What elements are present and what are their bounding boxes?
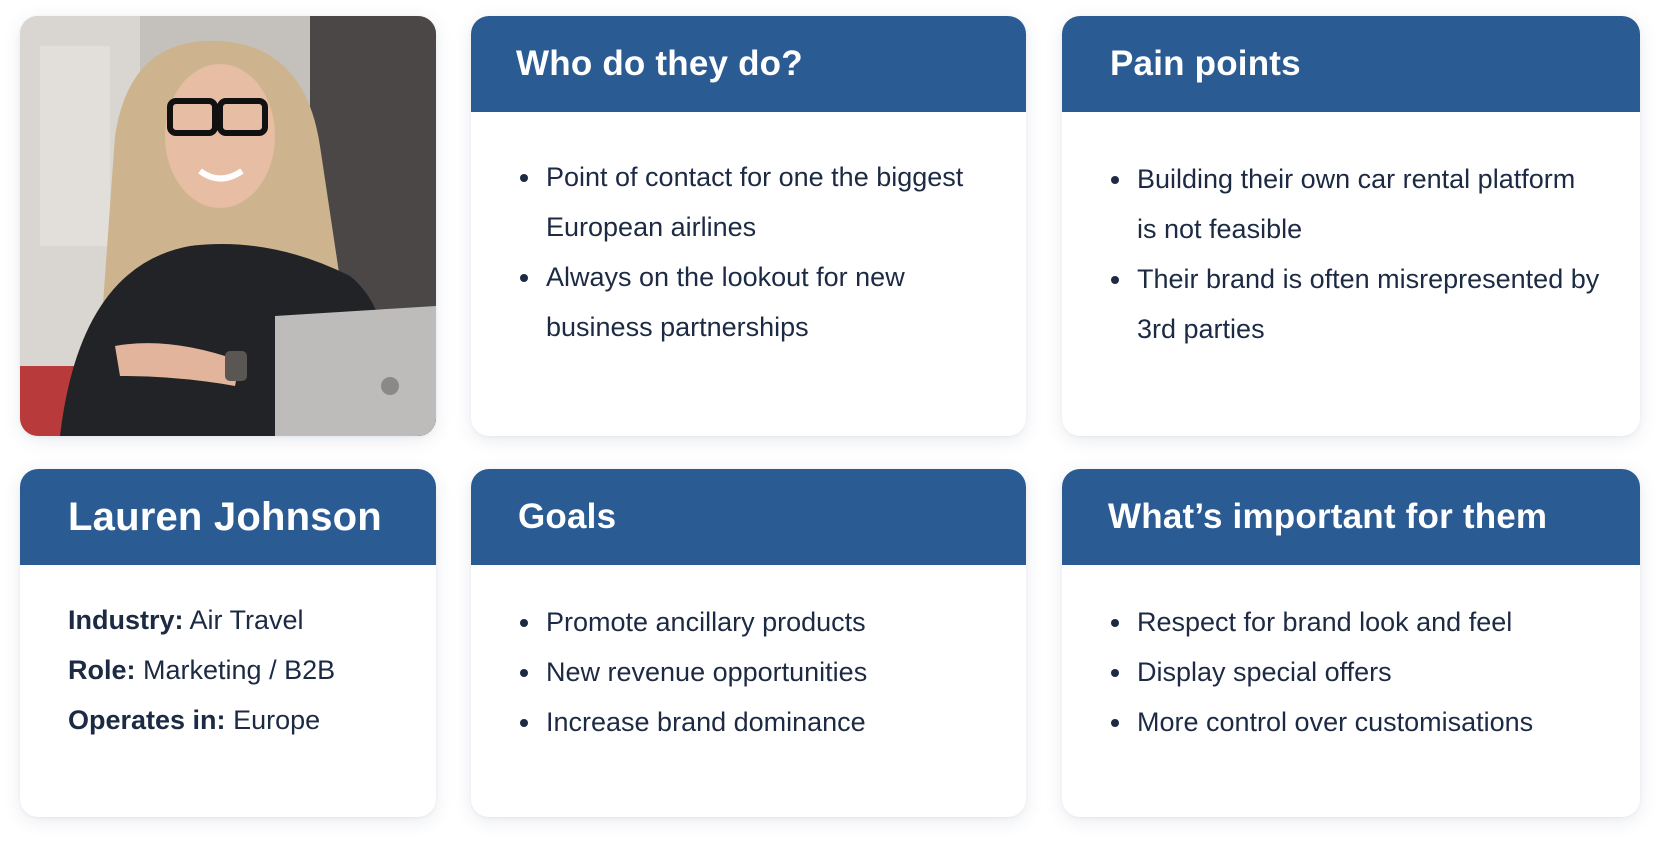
who-card-header: Who do they do? <box>471 16 1026 112</box>
role-label: Role: <box>68 655 136 685</box>
industry-row: Industry: Air Travel <box>68 595 396 645</box>
who-title: Who do they do? <box>516 44 803 83</box>
list-item: Respect for brand look and feel <box>1107 597 1600 647</box>
region-label: Operates in: <box>68 705 226 735</box>
role-value: Marketing / B2B <box>143 655 336 685</box>
goals-title: Goals <box>518 497 617 536</box>
profile-card: Lauren Johnson Industry: Air Travel Role… <box>20 469 436 817</box>
list-item: Display special offers <box>1107 647 1600 697</box>
list-item: Increase brand dominance <box>516 697 986 747</box>
pain-card: Pain points Building their own car renta… <box>1062 16 1640 436</box>
list-item: Their brand is often misrepresented by 3… <box>1107 254 1637 354</box>
important-card-header: What’s important for them <box>1062 469 1640 565</box>
goals-list: Promote ancillary products New revenue o… <box>516 597 986 747</box>
profile-card-header: Lauren Johnson <box>20 469 436 565</box>
persona-photo <box>20 16 436 436</box>
pain-card-header: Pain points <box>1062 16 1640 112</box>
region-value: Europe <box>233 705 321 735</box>
role-row: Role: Marketing / B2B <box>68 645 396 695</box>
goals-card-header: Goals <box>471 469 1026 565</box>
persona-name: Lauren Johnson <box>68 494 382 539</box>
list-item: Promote ancillary products <box>516 597 986 647</box>
list-item: Building their own car rental platform i… <box>1107 154 1577 254</box>
industry-value: Air Travel <box>189 605 304 635</box>
list-item: More control over customisations <box>1107 697 1600 747</box>
who-card: Who do they do? Point of contact for one… <box>471 16 1026 436</box>
who-list: Point of contact for one the biggest Eur… <box>516 152 986 352</box>
list-item: New revenue opportunities <box>516 647 986 697</box>
region-row: Operates in: Europe <box>68 695 396 745</box>
industry-label: Industry: <box>68 605 184 635</box>
important-title: What’s important for them <box>1108 497 1548 536</box>
pain-title: Pain points <box>1110 44 1301 83</box>
persona-photo-illustration <box>20 16 436 436</box>
list-item: Always on the lookout for new business p… <box>516 252 966 352</box>
list-item: Point of contact for one the biggest Eur… <box>516 152 966 252</box>
important-card: What’s important for them Respect for br… <box>1062 469 1640 817</box>
pain-list: Building their own car rental platform i… <box>1107 154 1600 354</box>
important-list: Respect for brand look and feel Display … <box>1107 597 1600 747</box>
goals-card: Goals Promote ancillary products New rev… <box>471 469 1026 817</box>
